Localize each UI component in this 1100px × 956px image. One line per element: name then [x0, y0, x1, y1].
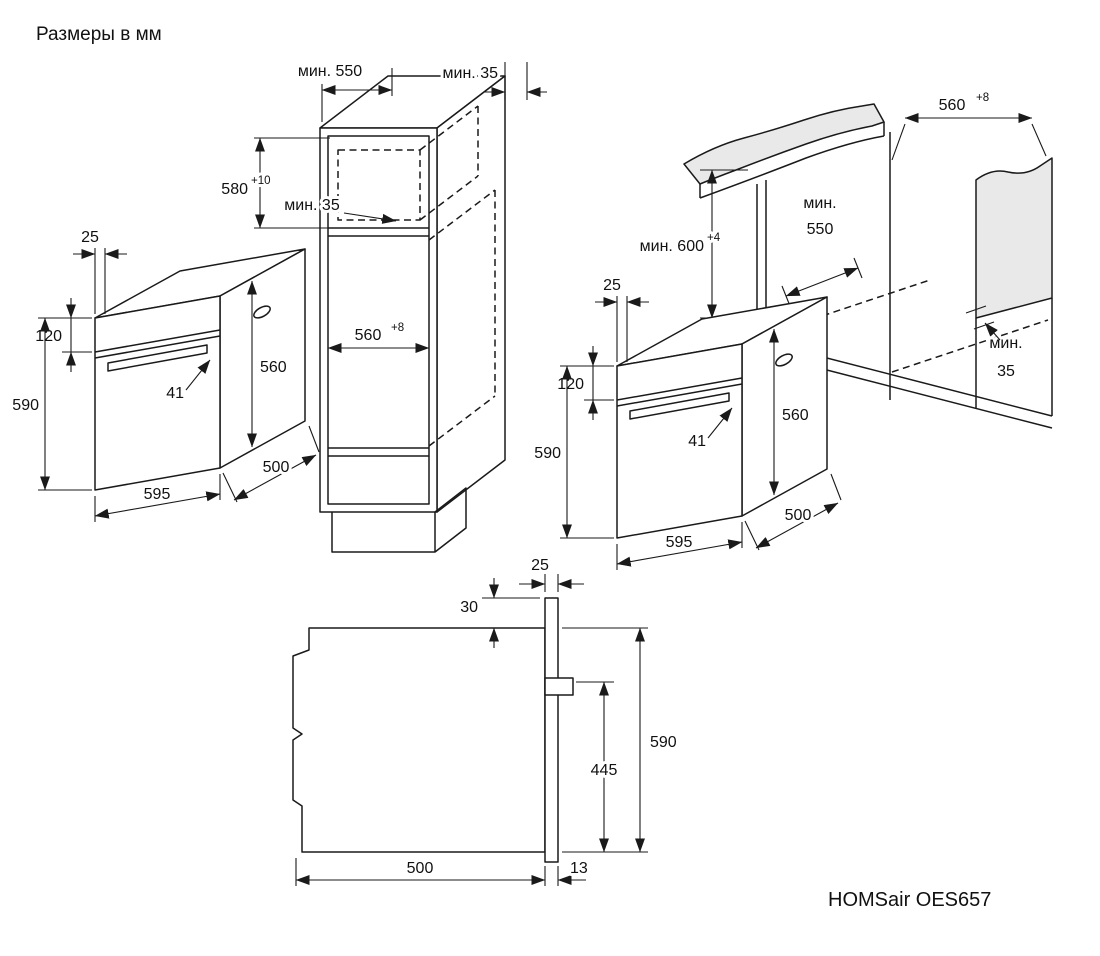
dim-oven-width: 595	[144, 486, 171, 503]
oven-side-view-drawing: 25 30 590 445 500 13	[292, 554, 680, 886]
dim-upper-niche-height: 580	[221, 181, 248, 198]
oven-handle	[107, 344, 208, 372]
dim-oven-depth: 500	[263, 459, 290, 476]
dim-side-door-gap: 13	[570, 860, 588, 877]
terminal-bracket	[544, 677, 574, 696]
dim-oven-panel-height: 120	[35, 328, 62, 345]
dim-cabinet-depth-min: мин. 550	[298, 63, 362, 80]
dim-oven-panel-height: 120	[557, 376, 584, 393]
dim-base-niche-width: 560	[939, 97, 966, 114]
oven-front-face	[616, 343, 743, 539]
dim-oven-height: 590	[534, 445, 561, 462]
oven-left-drawing: 25 120 590 41 560 595 500	[9, 226, 320, 522]
dim-side-height: 590	[650, 734, 677, 751]
dim-upper-niche-height-tol: +10	[251, 175, 271, 187]
dim-side-depth: 500	[407, 860, 434, 877]
dim-base-niche-depth-word: мин.	[803, 195, 836, 212]
model-name: HOMSair OES657	[828, 889, 991, 911]
worktop-surface	[683, 103, 885, 185]
dim-oven-body-height: 560	[260, 359, 287, 376]
dim-base-niche-depth-value: 550	[807, 221, 834, 238]
dim-oven-body-height: 560	[782, 407, 809, 424]
dim-cabinet-rear-gap-min: мин. 35	[443, 65, 499, 82]
dim-oven-depth: 500	[785, 507, 812, 524]
units-title: Размеры в мм	[36, 24, 162, 45]
oven-front-face	[94, 295, 221, 491]
dim-base-niche-width-tol: +8	[976, 92, 989, 104]
dim-base-rear-gap-value: 35	[997, 363, 1015, 380]
dim-cabinet-niche-width-tol: +8	[391, 322, 404, 334]
dim-cabinet-niche-width: 560	[355, 327, 382, 344]
dim-base-rear-gap-word: мин.	[989, 335, 1022, 352]
dim-oven-height: 590	[12, 397, 39, 414]
dim-base-niche-height-tol: +4	[707, 232, 721, 244]
dim-side-top-gap: 30	[460, 599, 478, 616]
dim-oven-front-offset: 25	[81, 229, 99, 246]
dim-side-bottom-height: 445	[591, 762, 618, 779]
oven-handle	[629, 392, 730, 420]
dim-shelf-rear-gap-min: мин. 35	[284, 197, 340, 214]
tall-cabinet-drawing: мин. 550 мин. 35 580 +10 мин. 35 560 +8	[218, 60, 547, 553]
front-frame-strip	[544, 597, 559, 863]
dim-oven-handle-depth: 41	[688, 433, 706, 450]
oven-right-drawing: 25 120 590 41 560 595 500	[531, 274, 842, 570]
oven-body-outline	[292, 627, 546, 853]
dim-oven-front-offset: 25	[603, 277, 621, 294]
dim-side-front-offset: 25	[531, 557, 549, 574]
dim-base-niche-height-min: мин. 600	[640, 238, 704, 255]
dim-oven-width: 595	[666, 534, 693, 551]
dim-oven-handle-depth: 41	[166, 385, 184, 402]
side-panel-surface	[975, 157, 1053, 319]
